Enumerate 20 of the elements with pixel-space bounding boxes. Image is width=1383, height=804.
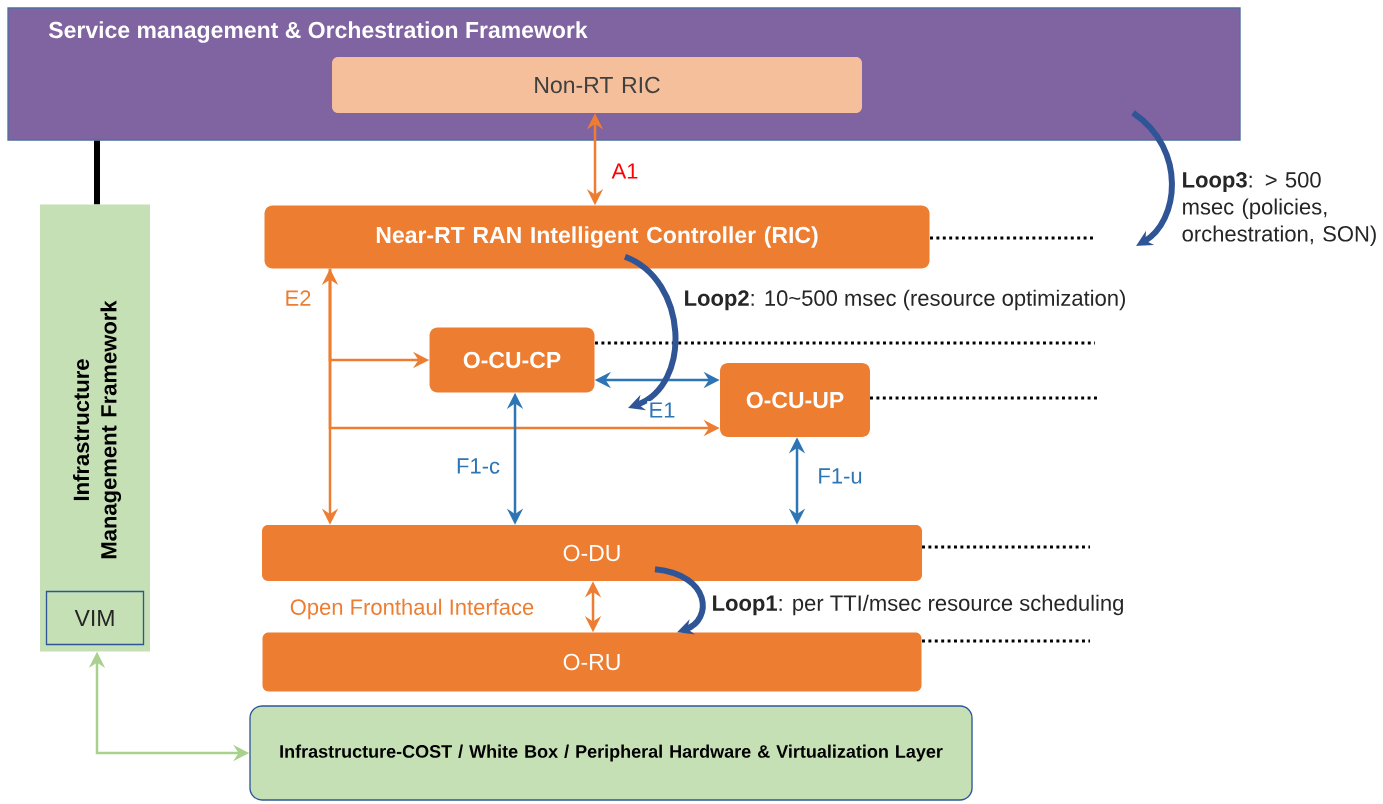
edge-label: Loop1: per TTI/msec resource scheduling bbox=[710, 593, 1126, 617]
vim-box: VIM bbox=[45, 590, 145, 646]
edge-label: F1-u bbox=[816, 467, 864, 485]
unit-box: O-CU-UP bbox=[720, 363, 870, 437]
unit-box: O-CU-CP bbox=[429, 327, 595, 393]
edge-label: Loop3: > 500 msec (policies, orchestration, SON) bbox=[1180, 170, 1383, 248]
edge-label: Loop2: 10~500 msec (resource optimization) bbox=[682, 288, 1128, 312]
edge-label: E2 bbox=[283, 289, 313, 307]
edge-label: A1 bbox=[610, 162, 640, 180]
edge-label: E1 bbox=[647, 401, 677, 419]
controller-box: Near-RT RAN Intelligent Controller (RIC) bbox=[264, 205, 930, 269]
curved-arrow bbox=[1131, 110, 1175, 246]
unit-box: O-DU bbox=[262, 525, 922, 581]
connector-line bbox=[94, 140, 100, 205]
controller-box: Non-RT RIC bbox=[332, 57, 862, 113]
unit-box: O-RU bbox=[262, 632, 922, 692]
curved-arrow bbox=[623, 254, 679, 411]
layer-box: Infrastructure-COST / White Box / Peripheral Hardware & Virtualization Layer bbox=[249, 705, 973, 801]
edge-label: Open Fronthaul Interface bbox=[288, 597, 536, 621]
edge-label: F1-c bbox=[454, 457, 502, 475]
